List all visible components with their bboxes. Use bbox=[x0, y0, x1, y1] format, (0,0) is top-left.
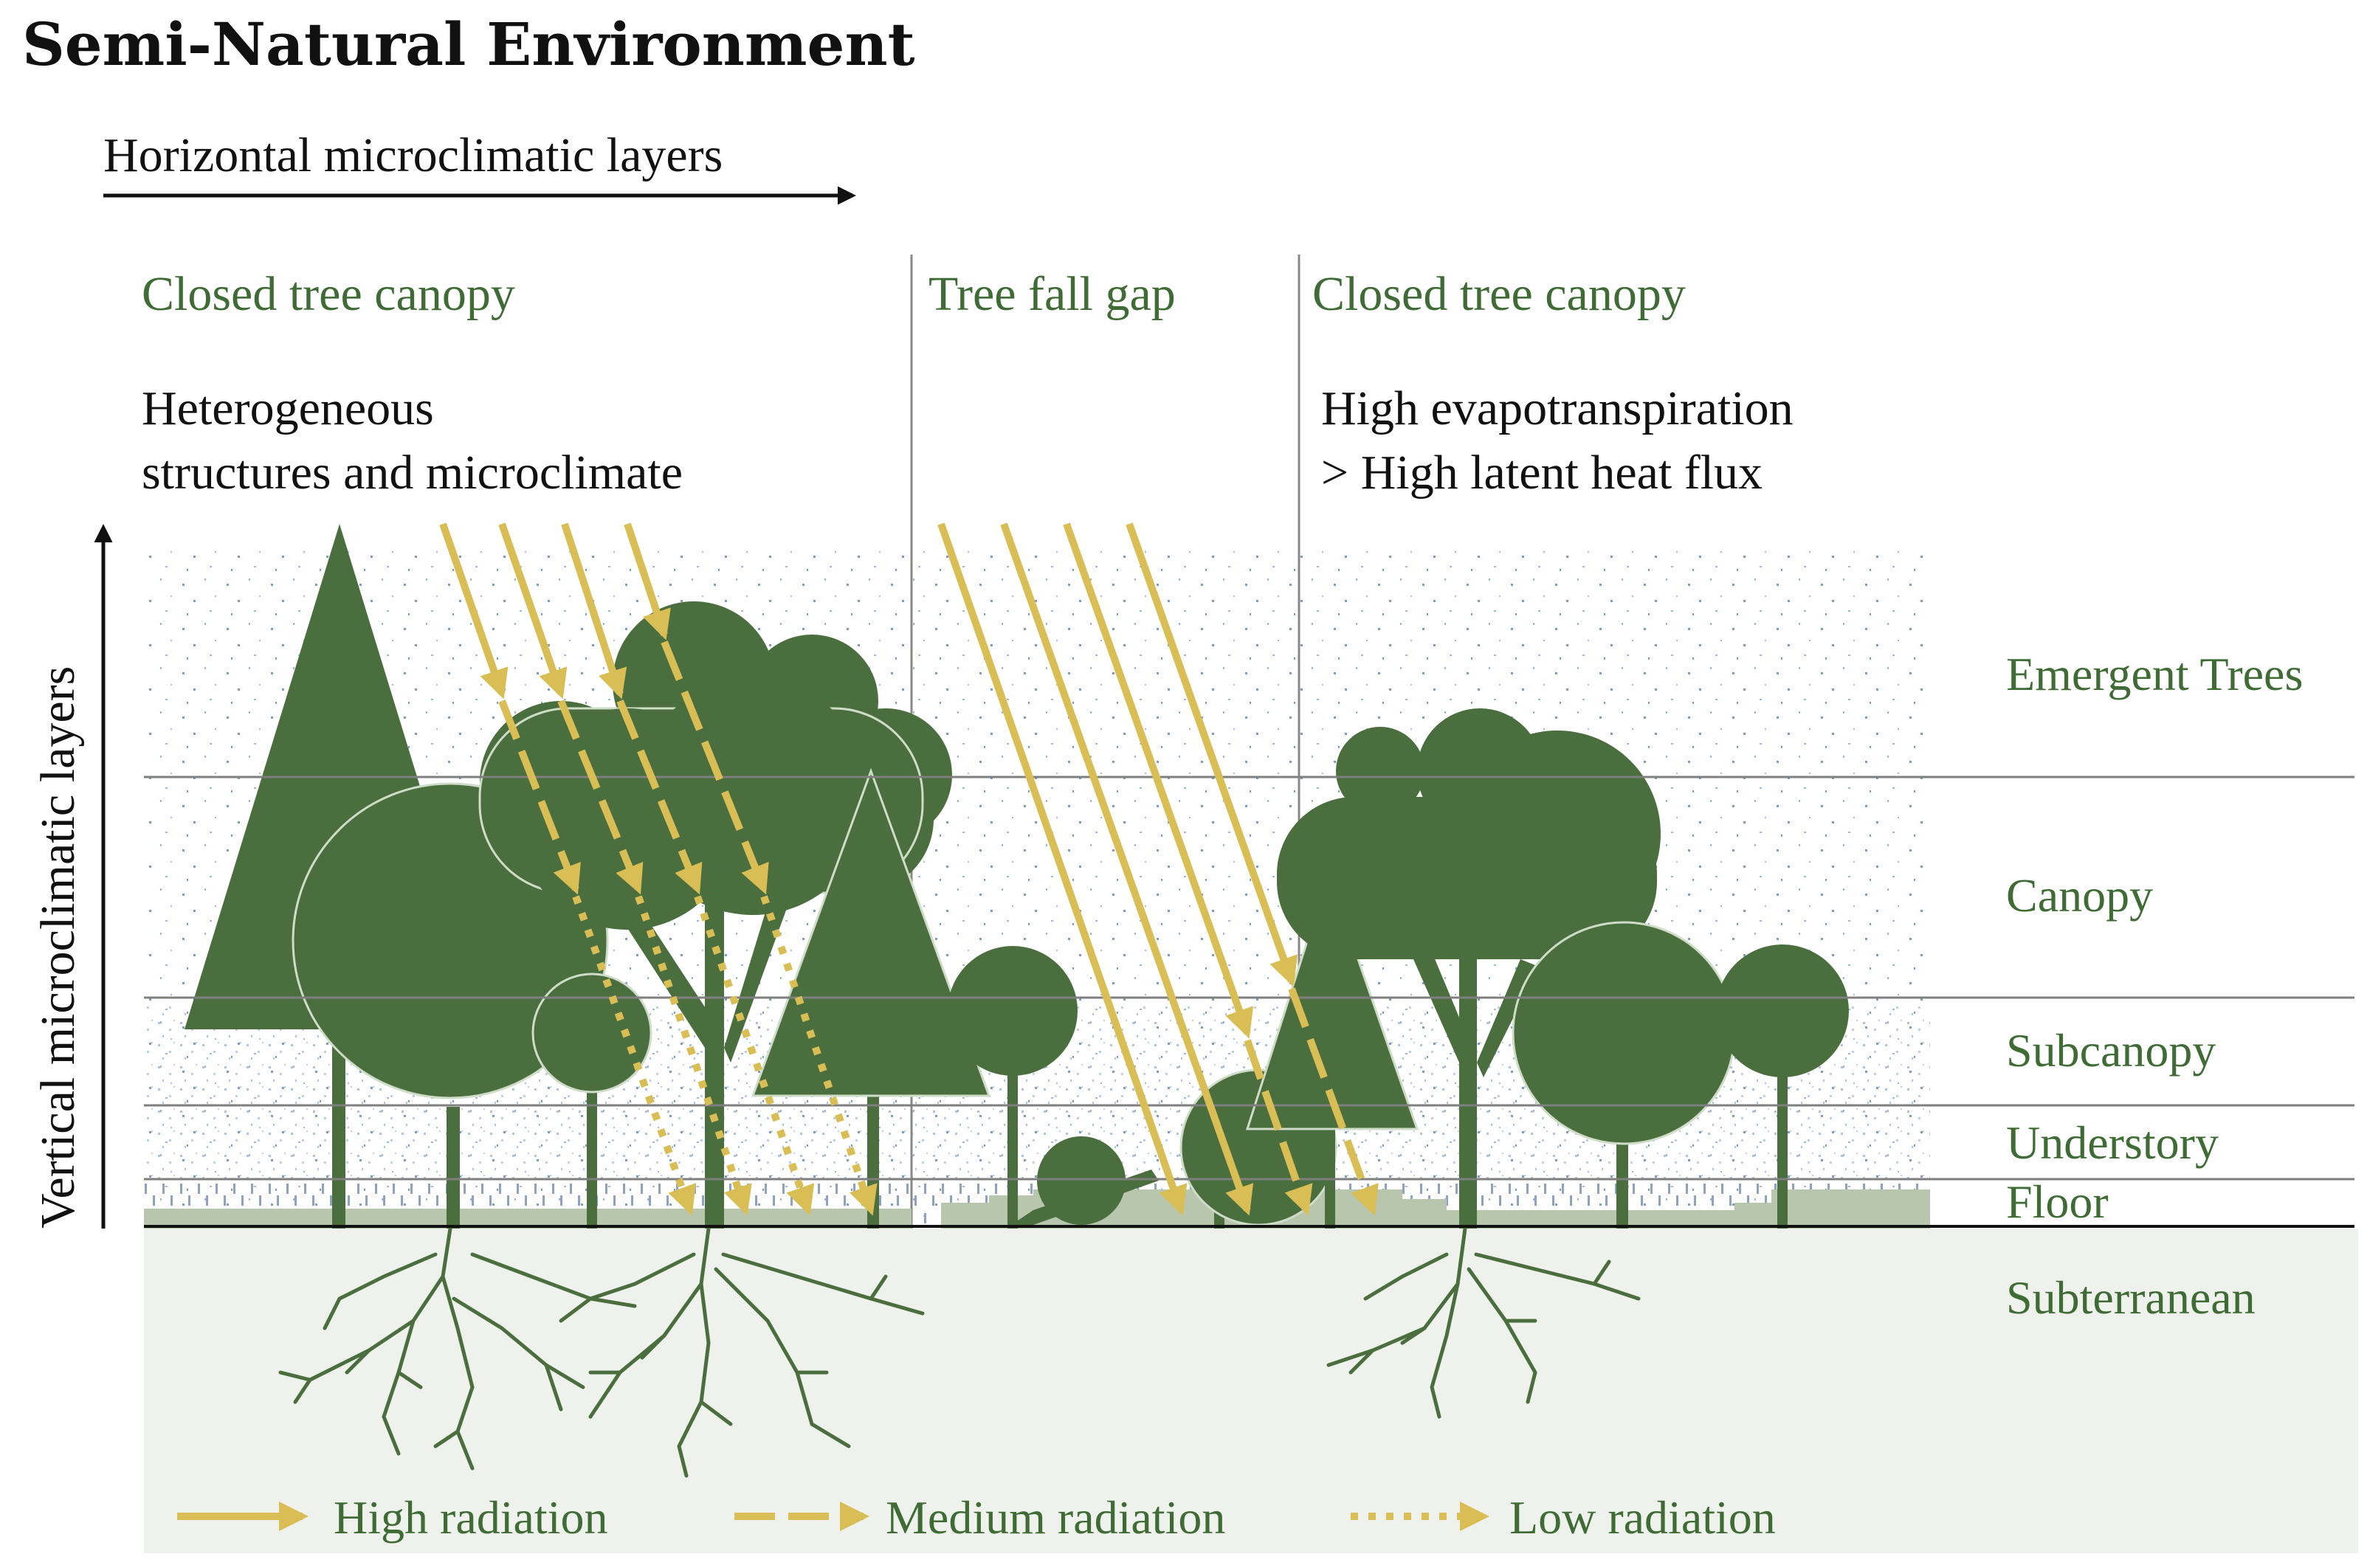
legend: High radiation Medium radiation Low radi… bbox=[177, 1491, 1776, 1544]
layer-label-emergent-trees: Emergent Trees bbox=[2006, 648, 2303, 700]
layer-label-understory: Understory bbox=[2006, 1116, 2219, 1169]
soil-region bbox=[144, 1229, 2358, 1553]
radiation-arrows bbox=[439, 522, 1379, 1216]
zone-2-heading: Tree fall gap bbox=[928, 267, 1176, 321]
floor-vegetation bbox=[144, 1189, 1930, 1229]
zone-3-note-line-1: High evapotranspiration bbox=[1321, 381, 1794, 435]
legend-medium-radiation-label: Medium radiation bbox=[886, 1491, 1225, 1544]
vertical-axis-label: Vertical microclimatic layers bbox=[31, 666, 85, 1229]
layer-label-subterranean: Subterranean bbox=[2006, 1271, 2256, 1324]
layer-label-floor: Floor bbox=[2006, 1175, 2109, 1228]
layer-label-canopy: Canopy bbox=[2006, 869, 2153, 922]
layer-boundaries bbox=[144, 776, 2354, 1228]
tree-roots bbox=[278, 1226, 1641, 1478]
legend-low-radiation-label: Low radiation bbox=[1509, 1491, 1776, 1544]
zone-1-note-line-2: structures and microclimate bbox=[142, 446, 683, 500]
zone-3-heading: Closed tree canopy bbox=[1312, 267, 1686, 321]
zone-1-note-line-1: Heterogeneous bbox=[142, 381, 434, 435]
diagram-title: Semi-Natural Environment bbox=[22, 10, 915, 79]
horizontal-axis-label: Horizontal microclimatic layers bbox=[103, 128, 723, 182]
layer-label-subcanopy: Subcanopy bbox=[2006, 1024, 2216, 1077]
trees-right-canopy bbox=[1277, 708, 1849, 1229]
zone-1-heading: Closed tree canopy bbox=[142, 267, 515, 321]
legend-high-radiation-label: High radiation bbox=[334, 1491, 607, 1544]
zone-3-note-line-2: > High latent heat flux bbox=[1321, 446, 1763, 500]
